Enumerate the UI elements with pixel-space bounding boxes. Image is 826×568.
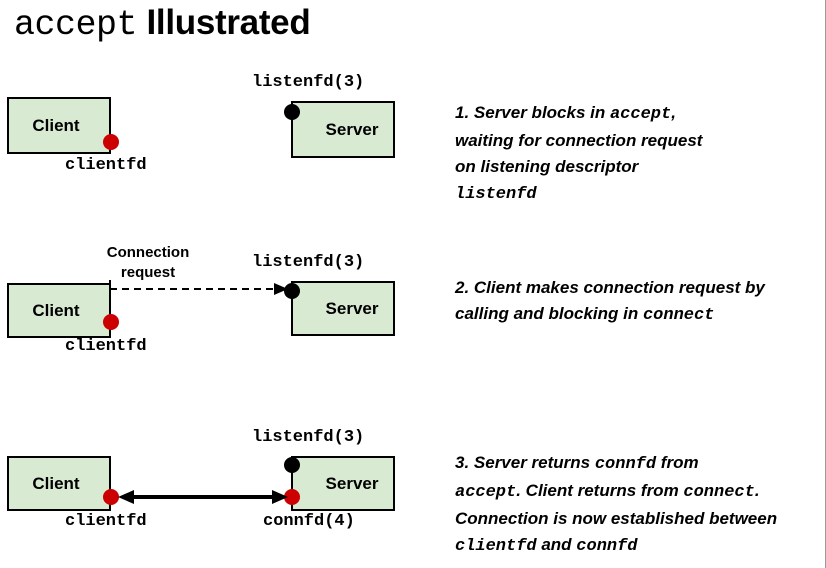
client-box-row2: Client	[7, 283, 111, 338]
listenfd-dot-row1	[284, 104, 300, 120]
listenfd-dot-row3	[284, 457, 300, 473]
client-box-row3: Client	[7, 456, 111, 511]
page-title: accept Illustrated	[14, 2, 311, 46]
step-1-line-2: waiting for connection request	[455, 131, 703, 150]
server-box-label: Server	[325, 298, 379, 318]
server-box-row2: Server	[291, 281, 395, 336]
listenfd-label-row2: listenfd(3)	[252, 253, 365, 272]
connection-request-caption-line1: Connection	[106, 244, 190, 261]
clientfd-dot-row3	[103, 489, 119, 505]
server-box-row1: Server	[291, 101, 395, 158]
clientfd-dot-row1	[103, 134, 119, 150]
step-2-line-1: 2. Client makes connection request by	[455, 278, 765, 297]
step-1-line-4: listenfd	[455, 185, 537, 204]
page-title-text: Illustrated	[146, 3, 311, 42]
server-box-label: Server	[325, 473, 379, 493]
clientfd-dot-row2	[103, 314, 119, 330]
step-2-line-2: calling and blocking in connect	[455, 304, 715, 325]
step-1-line-3: on listening descriptor	[455, 157, 639, 176]
listenfd-label-row1: listenfd(3)	[252, 73, 365, 92]
step-3-line-3: Connection is now established between	[455, 509, 778, 528]
step-2-text: 2. Client makes connection request by ca…	[455, 275, 815, 329]
clientfd-label-row1: clientfd	[65, 156, 147, 175]
client-box-label: Client	[32, 473, 80, 493]
established-connection-arrow	[118, 490, 288, 504]
page-title-code: accept	[14, 5, 138, 45]
connfd-label-row3: connfd(4)	[263, 512, 355, 531]
client-box-label: Client	[32, 300, 80, 320]
listenfd-label-row3: listenfd(3)	[252, 428, 365, 447]
connection-request-arrow	[109, 280, 288, 295]
server-box-label: Server	[325, 119, 379, 139]
server-box-row3: Server	[291, 456, 395, 511]
step-3-line-4: clientfd and connfd	[455, 535, 638, 556]
step-3-line-2: accept. Client returns from connect.	[455, 481, 760, 502]
connection-request-caption-line2: request	[120, 264, 176, 281]
client-box-row1: Client	[7, 97, 111, 154]
step-1-text: 1. Server blocks in accept, waiting for …	[455, 100, 815, 208]
listenfd-dot-row2	[284, 283, 300, 299]
clientfd-label-row3: clientfd	[65, 512, 147, 531]
client-box-label: Client	[32, 115, 80, 135]
step-3-line-1: 3. Server returns connfd from	[455, 453, 699, 474]
step-3-text: 3. Server returns connfd from accept. Cl…	[455, 450, 820, 560]
step-1-line-1: 1. Server blocks in accept,	[455, 103, 676, 124]
clientfd-label-row2: clientfd	[65, 337, 147, 356]
connfd-dot-row3	[284, 489, 300, 505]
connection-request-caption: Connection request	[95, 243, 201, 283]
